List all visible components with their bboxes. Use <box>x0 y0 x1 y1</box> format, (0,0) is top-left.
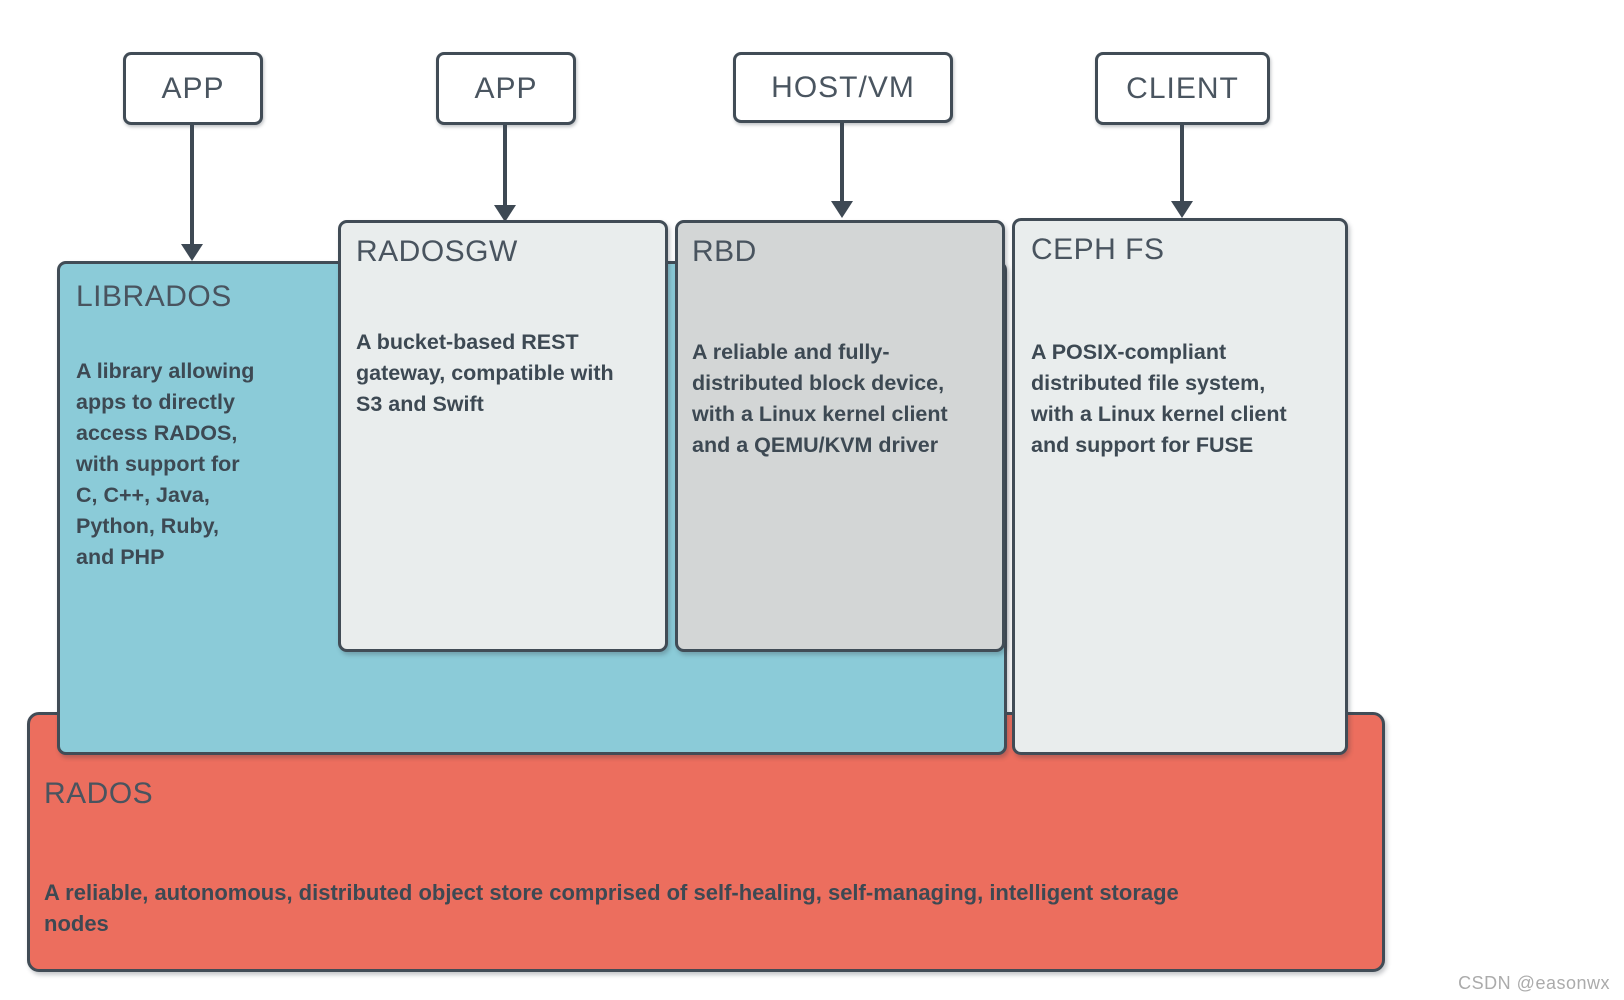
cephfs-layer-box: CEPH FS A POSIX-compliant distributed fi… <box>1012 218 1348 755</box>
node-client-label: CLIENT <box>1126 71 1239 105</box>
rbd-title: RBD <box>692 235 757 268</box>
librados-description: A library allowing apps to directly acce… <box>76 359 255 569</box>
arrow-head-icon <box>181 244 203 261</box>
arrow-line <box>840 123 844 201</box>
cephfs-description: A POSIX-compliant distributed file syste… <box>1031 340 1287 457</box>
arrow-head-icon <box>831 201 853 218</box>
arrow-head-icon <box>1171 201 1193 218</box>
arrow-head-icon <box>494 205 516 222</box>
radosgw-title: RADOSGW <box>356 235 518 268</box>
cephfs-title: CEPH FS <box>1031 233 1165 266</box>
node-client: CLIENT <box>1095 52 1270 125</box>
arrow-line <box>503 125 507 205</box>
rbd-description: A reliable and fully- distributed block … <box>692 340 948 457</box>
arrow-line <box>190 125 194 244</box>
node-app-2-label: APP <box>474 71 538 105</box>
radosgw-description: A bucket-based REST gateway, compatible … <box>356 330 614 416</box>
node-app-2: APP <box>436 52 576 125</box>
arrow-line <box>1180 125 1184 201</box>
node-host-vm-label: HOST/VM <box>771 70 915 104</box>
radosgw-layer-box: RADOSGW A bucket-based REST gateway, com… <box>338 220 668 652</box>
rados-title: RADOS <box>44 777 154 810</box>
rados-description: A reliable, autonomous, distributed obje… <box>44 880 1179 936</box>
node-app-1: APP <box>123 52 263 125</box>
rbd-layer-box: RBD A reliable and fully- distributed bl… <box>675 220 1005 652</box>
node-host-vm: HOST/VM <box>733 52 953 123</box>
watermark-text: CSDN @easonwx <box>1458 973 1610 993</box>
node-app-1-label: APP <box>161 71 225 105</box>
librados-title: LIBRADOS <box>76 280 232 313</box>
